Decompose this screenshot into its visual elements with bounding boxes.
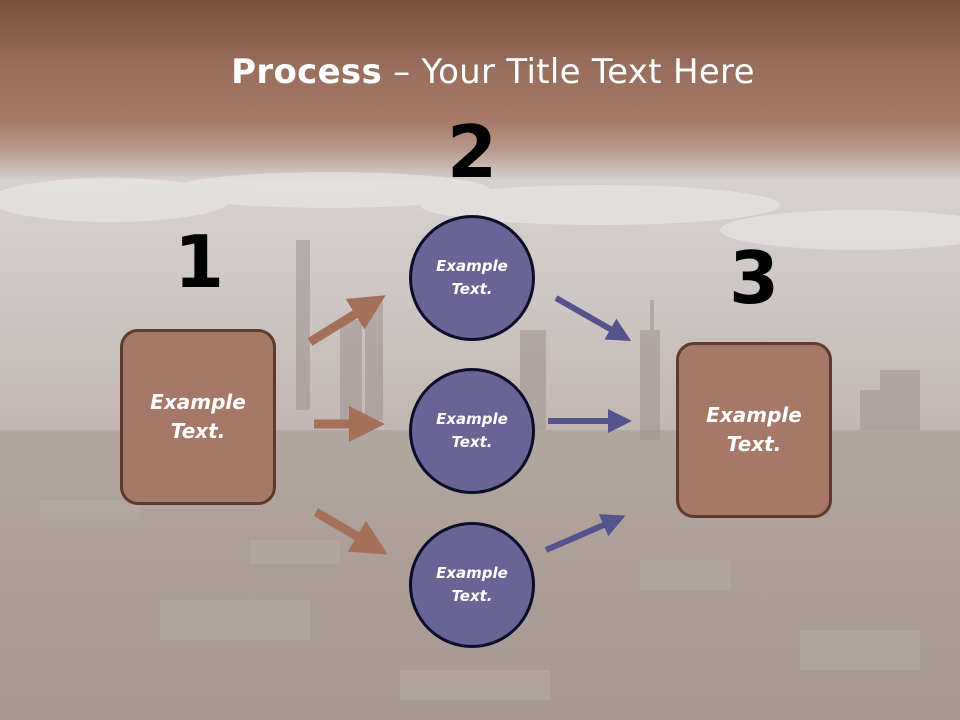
step-1-label: Example Text. [150,390,246,443]
arrow-step1-to-circle1 [307,295,386,346]
arrow-circle3-to-step3 [544,514,626,553]
step-2-number: 2 [446,110,498,194]
step-3-number: 3 [728,236,780,320]
circle-3-label: Example Text. [436,564,508,605]
slide-title: Process – Your Title Text Here [0,52,960,92]
arrow-step1-to-circle3 [313,508,388,555]
step-3-label: Example Text. [706,403,802,456]
arrow-circle1-to-step3 [554,295,632,341]
step-1-number: 1 [173,220,225,304]
title-bold: Process [231,52,383,92]
circle-1-label: Example Text. [436,257,508,298]
step-3-box: Example Text. [676,342,832,518]
step-2-circle-1: Example Text. [409,215,535,341]
step-1-box: Example Text. [120,329,276,505]
circle-2-label: Example Text. [436,410,508,451]
step-2-circle-2: Example Text. [409,368,535,494]
step-2-circle-3: Example Text. [409,522,535,648]
title-rest: – Your Title Text Here [382,52,755,92]
